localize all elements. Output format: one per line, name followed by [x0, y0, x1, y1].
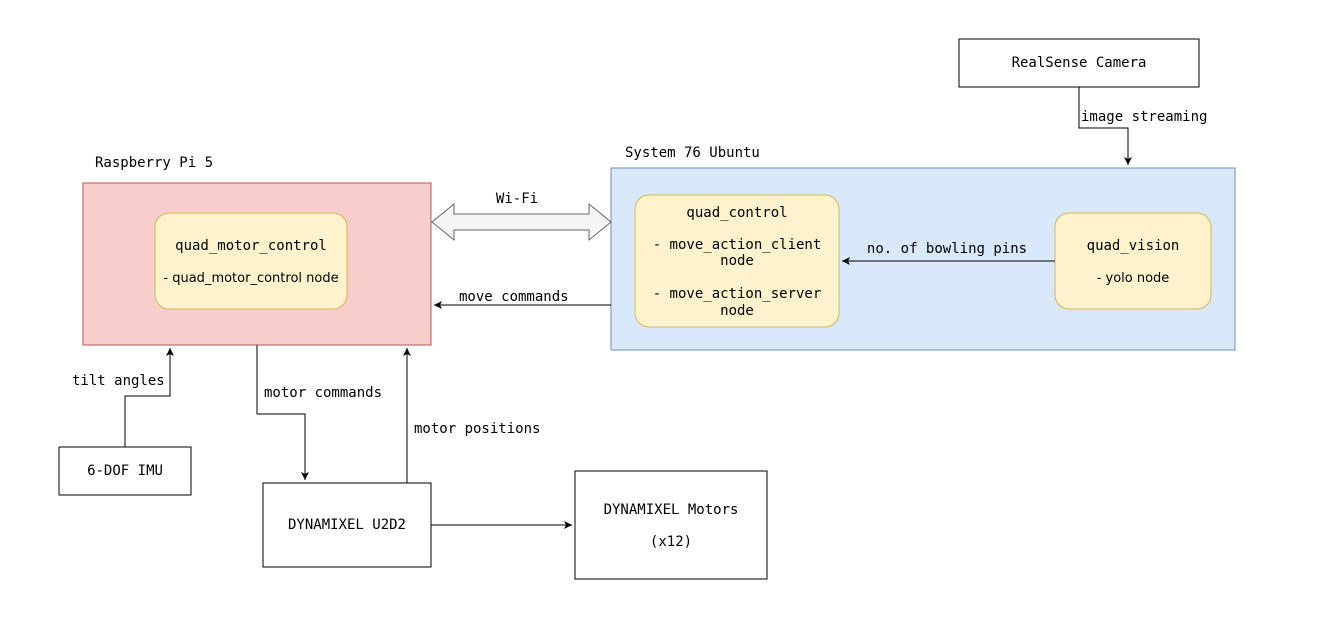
image-streaming-label: image streaming: [1081, 109, 1207, 125]
realsense-camera-device: RealSense Camera: [958, 38, 1200, 88]
move-commands-label: move commands: [459, 289, 569, 305]
tilt-angles-edge: tilt angles: [72, 348, 174, 447]
motor-commands-edge: motor commands: [256, 345, 382, 480]
u2d2-box: [262, 482, 432, 568]
move-commands-edge: move commands: [434, 289, 611, 309]
image-streaming-arrow: [1078, 87, 1132, 165]
wifi-label: Wi-Fi: [496, 191, 538, 207]
quad-control-box: [634, 194, 840, 328]
quad-vision-title: quad_vision: [1087, 238, 1180, 254]
u2d2-device: DYNAMIXEL U2D2: [262, 482, 432, 568]
quad-control-item-client: - move_action_client: [653, 237, 822, 253]
image-streaming-edge: image streaming: [1078, 87, 1207, 165]
realsense-camera-box: [958, 38, 1200, 88]
system76-title: System 76 Ubuntu: [625, 145, 760, 161]
quad-motor-control-detail: - quad_motor_control node: [163, 271, 338, 286]
u2d2-label: DYNAMIXEL U2D2: [288, 517, 406, 533]
quad-control-node: quad_control - move_action_client node -…: [634, 194, 840, 328]
quad-vision-box: [1054, 212, 1212, 310]
quad-motor-control-box: [154, 212, 348, 310]
imu-box: [58, 446, 192, 496]
quad-control-item-server: - move_action_server: [653, 286, 822, 302]
tilt-angles-label: tilt angles: [72, 373, 165, 389]
quad-vision-detail: - yolo node: [1097, 271, 1170, 286]
wifi-double-arrow: [431, 202, 612, 242]
bowling-pins-edge: no. of bowling pins: [842, 241, 1055, 265]
quad-control-item-server-suffix: node: [720, 303, 754, 319]
wifi-link: Wi-Fi: [431, 191, 612, 242]
realsense-camera-label: RealSense Camera: [1012, 55, 1147, 71]
motor-commands-arrow: [256, 345, 309, 480]
motors-device: DYNAMIXEL Motors (x12): [574, 470, 768, 580]
quad-motor-control-title: quad_motor_control: [175, 238, 327, 254]
motors-box: [574, 470, 768, 580]
quad-control-title: quad_control: [686, 205, 787, 221]
motor-commands-label: motor commands: [264, 385, 382, 401]
quad-vision-node: quad_vision - yolo node: [1054, 212, 1212, 310]
imu-device: 6-DOF IMU: [58, 446, 192, 496]
quad-control-item-client-suffix: node: [720, 253, 754, 269]
motors-count: (x12): [650, 534, 692, 550]
bowling-pins-label: no. of bowling pins: [867, 241, 1027, 257]
quad-motor-control-node: quad_motor_control - quad_motor_control …: [154, 212, 348, 310]
motors-label: DYNAMIXEL Motors: [604, 502, 739, 518]
tilt-angles-arrow: [124, 348, 174, 447]
raspberry-pi-title: Raspberry Pi 5: [95, 155, 213, 171]
imu-label: 6-DOF IMU: [87, 463, 163, 479]
motor-positions-label: motor positions: [414, 421, 540, 437]
motor-positions-edge: motor positions: [403, 348, 540, 483]
